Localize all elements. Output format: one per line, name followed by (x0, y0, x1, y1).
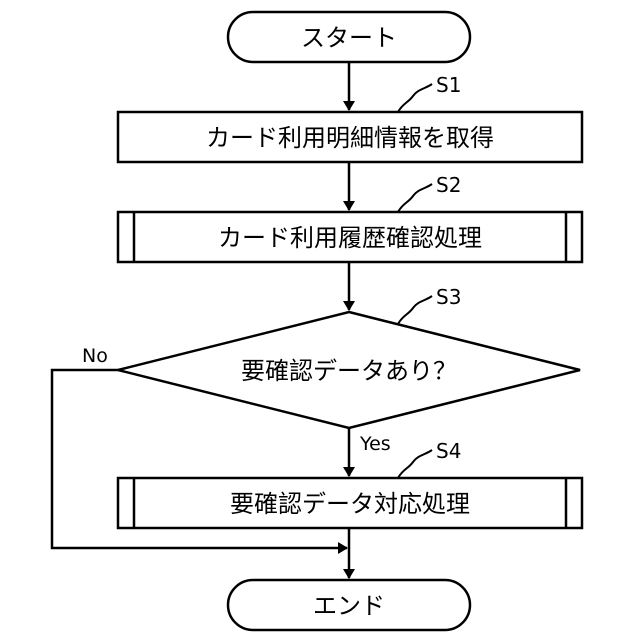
predefined-process-s4: 要確認データ対応処理 (118, 478, 582, 528)
decision-s3-label: 要確認データあり？ (241, 357, 457, 385)
decision-s3: 要確認データあり？ (118, 312, 580, 428)
step-s1-label: S1 (436, 73, 461, 97)
predefined-process-s2: カード利用履歴確認処理 (118, 212, 582, 262)
end-label: エンド (313, 592, 385, 620)
branch-yes-label: Yes (359, 433, 391, 455)
start-terminal: スタート (228, 12, 470, 62)
process-s2-label: カード利用履歴確認処理 (218, 224, 482, 252)
end-terminal: エンド (228, 580, 470, 630)
step-s3-label: S3 (436, 285, 461, 309)
start-label: スタート (301, 24, 397, 52)
step-s2-leader (398, 184, 432, 212)
step-s2-label: S2 (436, 173, 461, 197)
process-s1: カード利用明細情報を取得 (118, 112, 582, 162)
step-s3-leader (398, 296, 432, 324)
step-s1-leader (398, 84, 432, 112)
step-s4-label: S4 (436, 439, 461, 463)
branch-no-label: No (82, 345, 108, 367)
process-s1-label: カード利用明細情報を取得 (206, 124, 494, 152)
step-s4-leader (398, 450, 432, 478)
process-s4-label: 要確認データ対応処理 (230, 490, 470, 518)
